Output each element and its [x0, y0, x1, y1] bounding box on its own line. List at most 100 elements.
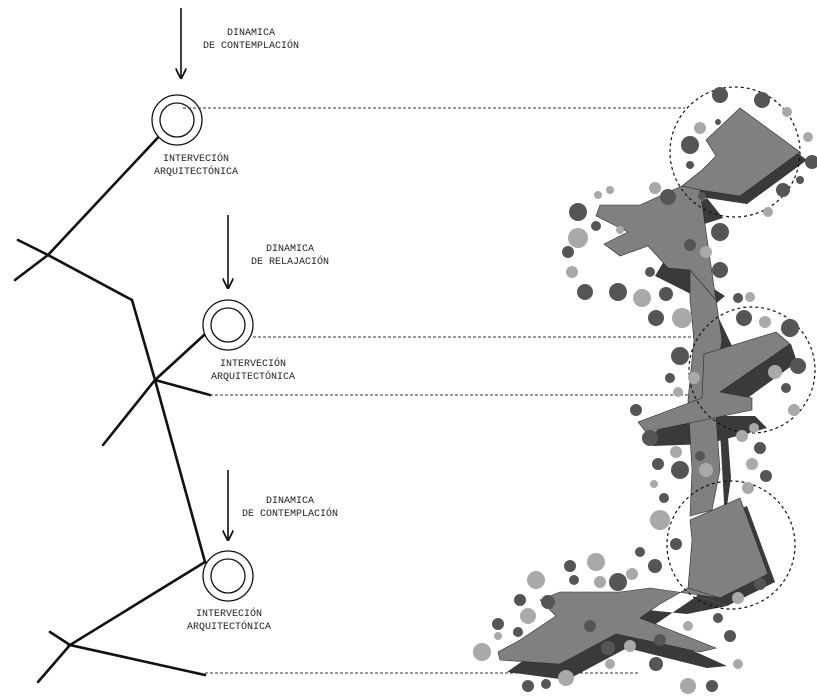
scatter-dot [568, 228, 588, 248]
scatter-dot [660, 189, 676, 205]
scatter-dot [584, 620, 596, 632]
intervention-label-line1: INTERVECIÓN [163, 151, 229, 165]
route-branch [153, 378, 212, 397]
dynamic-label-line2: DE CONTEMPLACIÓN [203, 38, 299, 52]
scatter-dot [699, 463, 713, 477]
scatter-dot [626, 568, 638, 580]
highlight-circle [669, 86, 801, 218]
scatter-dot [796, 176, 804, 184]
scatter-dot [569, 203, 587, 221]
scatter-dot [695, 451, 705, 461]
route-branch [101, 378, 157, 447]
scatter-dot [624, 640, 636, 652]
scatter-dot [671, 347, 689, 365]
scatter-dot [601, 641, 615, 655]
intervention-label-line2: ARQUITECTÓNICA [211, 369, 295, 383]
route-branch [13, 253, 50, 282]
scatter-dot [594, 576, 606, 588]
scatter-dot [672, 308, 692, 328]
scatter-dot [648, 559, 662, 573]
scatter-dots [473, 87, 817, 694]
scatter-dot [688, 372, 700, 384]
route-branch [16, 238, 50, 257]
scatter-dot [541, 679, 551, 689]
intervention-label-line2: ARQUITECTÓNICA [154, 164, 238, 178]
scatter-dot [754, 578, 766, 590]
scatter-dot [665, 373, 675, 383]
scatter-dot [605, 659, 615, 669]
scatter-dot [683, 621, 693, 631]
scatter-dot [698, 192, 706, 200]
scatter-dot [686, 161, 694, 169]
scatter-dot [473, 643, 491, 661]
scatter-dot [788, 404, 800, 416]
scatter-dot [594, 191, 602, 199]
path-illustration [473, 86, 817, 694]
intervention-label-line1: INTERVECIÓN [220, 356, 286, 370]
scatter-dot [680, 678, 696, 694]
scatter-dot [760, 470, 772, 482]
scatter-dot [700, 246, 712, 258]
scatter-dot [733, 293, 743, 303]
scatter-dot [759, 316, 771, 328]
scatter-dot [742, 482, 754, 494]
scatter-dot [514, 594, 526, 606]
scatter-dot [763, 207, 773, 217]
scatter-dot [671, 461, 689, 479]
scatter-dot [670, 538, 682, 550]
scatter-dot [736, 430, 748, 442]
scatter-dot [577, 284, 593, 300]
scatter-dot [711, 223, 729, 241]
scatter-dot [781, 383, 791, 393]
scatter-dot [805, 155, 817, 169]
scatter-dot [712, 262, 728, 278]
scatter-dot [609, 283, 627, 301]
route-branch [48, 630, 72, 647]
scatter-dot [650, 480, 658, 488]
scatter-dot [745, 292, 755, 302]
scatter-dot [803, 132, 813, 142]
scatter-dot [670, 446, 682, 458]
scatter-dot [754, 92, 770, 108]
dynamic-arrows [181, 8, 228, 540]
scatter-dot [706, 680, 718, 692]
scatter-dot [494, 632, 502, 640]
scatter-dot [520, 608, 536, 624]
route-lower-line [66, 560, 207, 677]
intervention-label-line1: INTERVECIÓN [196, 606, 262, 620]
scatter-dot [715, 119, 721, 125]
scatter-dot [513, 627, 523, 637]
scatter-dot [606, 186, 614, 194]
scatter-dot [649, 657, 663, 671]
dynamic-label-line2: DE CONTEMPLACIÓN [242, 506, 338, 520]
scatter-dot [681, 136, 699, 154]
scatter-dot [648, 310, 664, 326]
scatter-dot [562, 246, 574, 258]
intervention-markers [151, 94, 254, 602]
route-branch [36, 643, 72, 684]
scatter-dot [645, 267, 655, 277]
scatter-dot [659, 493, 669, 503]
highlight-circles [666, 86, 816, 610]
scatter-dot [732, 592, 744, 604]
scatter-dot [569, 575, 579, 585]
path-segment [637, 331, 791, 433]
path-segment [497, 587, 721, 665]
scatter-dot [781, 319, 799, 337]
scatter-dot [736, 310, 752, 326]
scatter-dot [684, 239, 696, 251]
scatter-dot [587, 553, 605, 571]
scatter-dot [652, 458, 664, 470]
intervention-circle-icon [151, 94, 203, 146]
scatter-dot [566, 266, 578, 278]
route-schematic [13, 128, 217, 684]
highlight-circle [666, 480, 796, 610]
scatter-dot [616, 226, 624, 234]
scatter-dot [522, 680, 534, 692]
scatter-dot [564, 560, 576, 572]
scatter-dot [492, 618, 504, 630]
intervention-label-line2: ARQUITECTÓNICA [187, 619, 271, 633]
scatter-dot [649, 182, 661, 194]
